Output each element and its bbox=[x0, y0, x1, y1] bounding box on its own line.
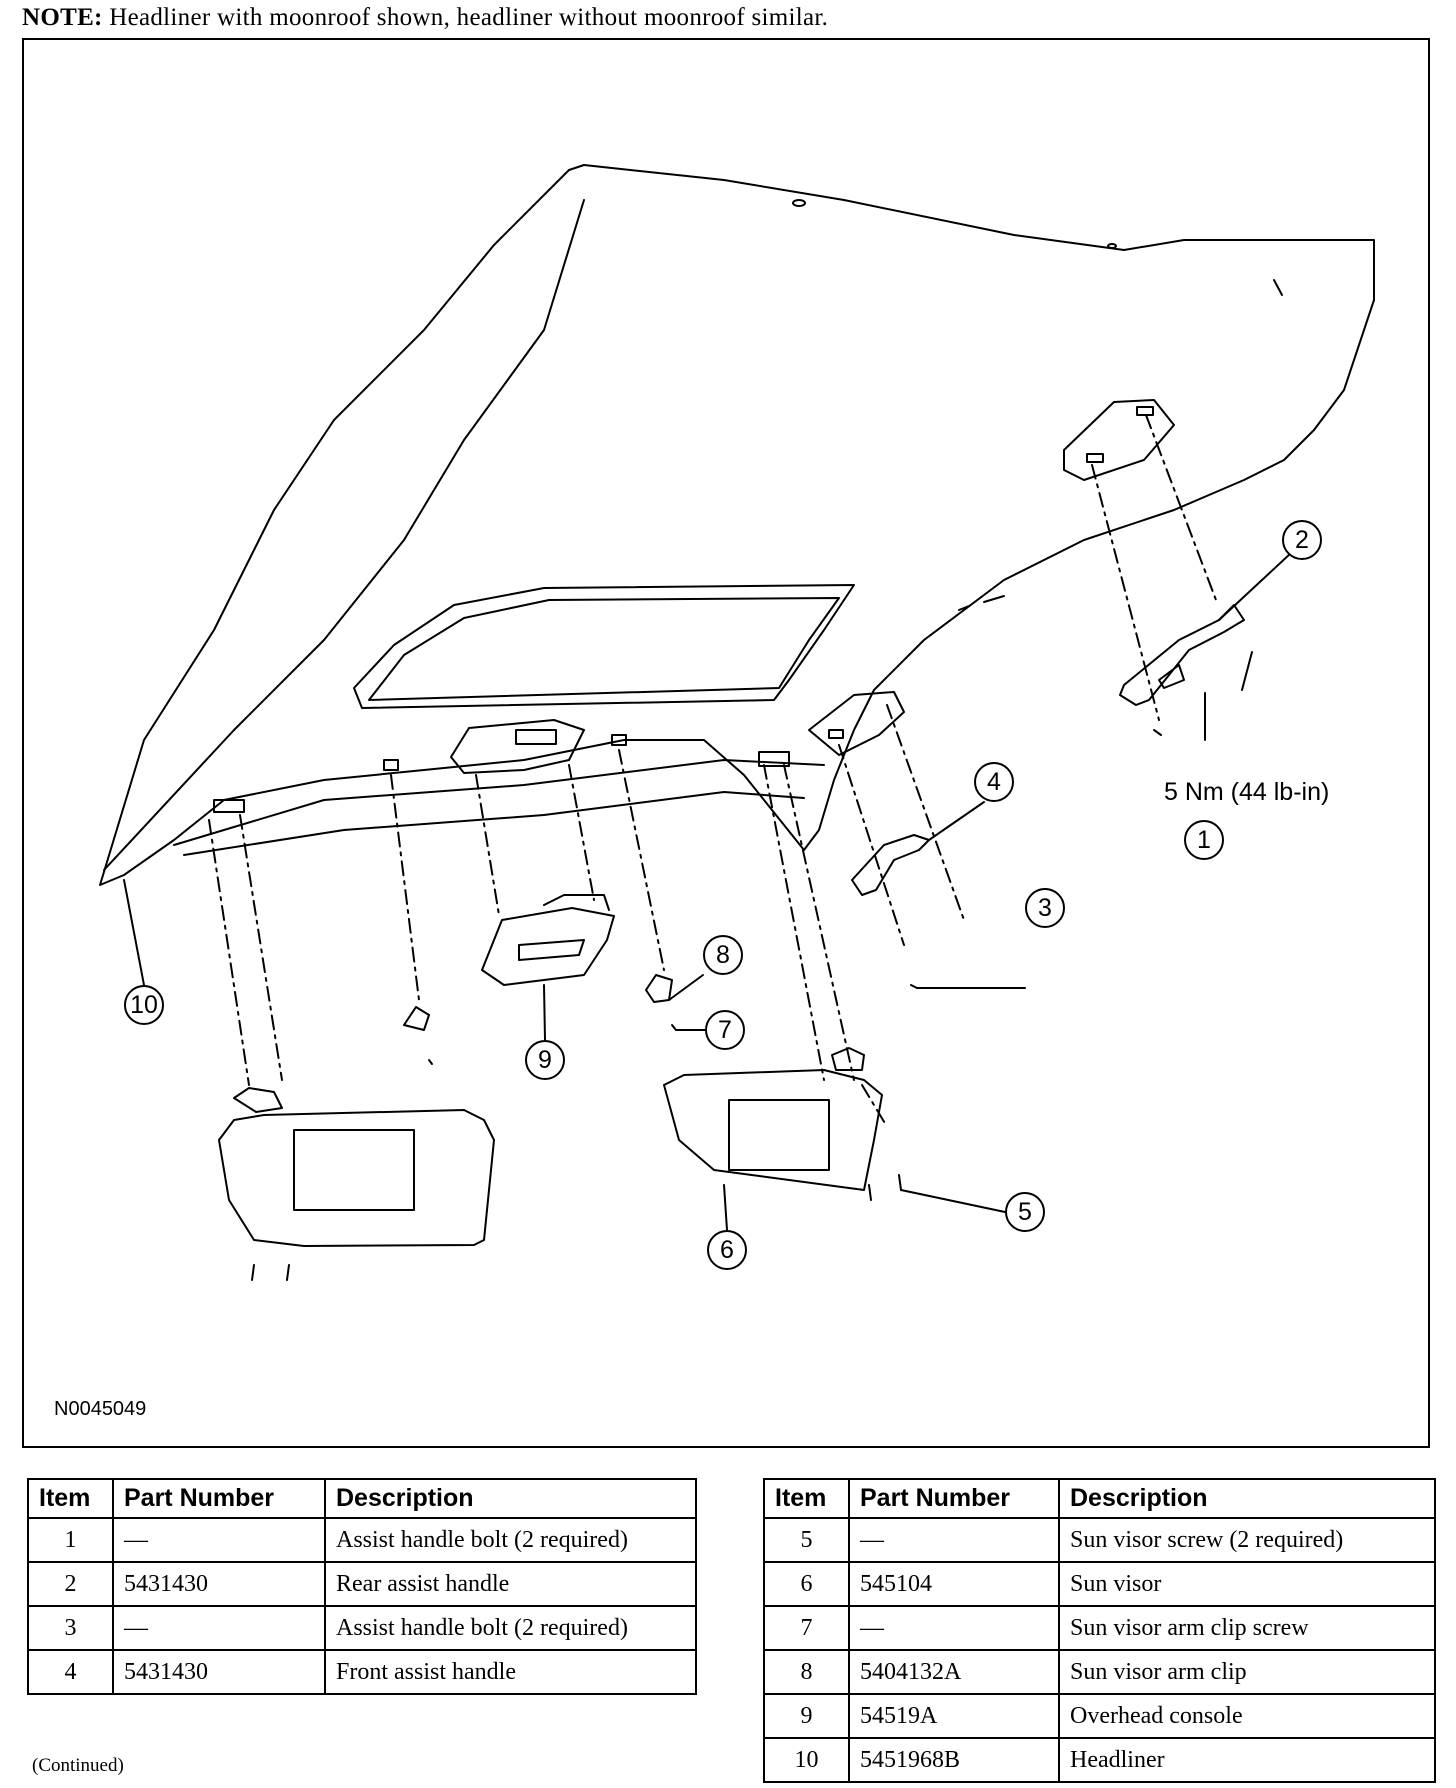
callout-6: 6 bbox=[707, 1230, 747, 1270]
exploded-view-diagram: 1 2 3 4 5 6 7 8 9 10 5 Nm (44 lb-in) N00… bbox=[22, 38, 1430, 1448]
description-cell: Sun visor arm clip bbox=[1058, 1649, 1436, 1695]
headliner-drawing bbox=[99, 164, 1375, 1281]
description-cell: Sun visor arm clip screw bbox=[1058, 1605, 1436, 1651]
header-part-number: Part Number bbox=[112, 1478, 326, 1519]
moonroof-opening bbox=[353, 584, 855, 709]
table-row: 4 5431430 Front assist handle bbox=[27, 1649, 697, 1695]
continued-label: (Continued) bbox=[32, 1755, 124, 1776]
header-item: Item bbox=[763, 1478, 850, 1519]
item-cell: 10 bbox=[763, 1737, 850, 1783]
note: NOTE: Headliner with moonroof shown, hea… bbox=[22, 4, 828, 32]
table-header-row: Item Part Number Description bbox=[27, 1478, 697, 1519]
part-number-cell: — bbox=[112, 1517, 326, 1563]
rear-handle-mount bbox=[1063, 399, 1175, 481]
item-cell: 3 bbox=[27, 1605, 114, 1651]
item-cell: 9 bbox=[763, 1693, 850, 1739]
part-number-cell: 545104 bbox=[848, 1561, 1060, 1607]
callout-8: 8 bbox=[703, 935, 743, 975]
callout-3: 3 bbox=[1025, 888, 1065, 928]
header-description: Description bbox=[324, 1478, 697, 1519]
table-row: 2 5431430 Rear assist handle bbox=[27, 1561, 697, 1607]
callout-7: 7 bbox=[705, 1010, 745, 1050]
callout-5: 5 bbox=[1005, 1192, 1045, 1232]
note-label: NOTE: bbox=[22, 4, 103, 31]
part-number-cell: — bbox=[848, 1517, 1060, 1563]
description-cell: Sun visor screw (2 required) bbox=[1058, 1517, 1436, 1563]
table-row: 3 — Assist handle bolt (2 required) bbox=[27, 1605, 697, 1651]
part-number-cell: 54519A bbox=[848, 1693, 1060, 1739]
description-cell: Sun visor bbox=[1058, 1561, 1436, 1607]
header-item: Item bbox=[27, 1478, 114, 1519]
table-row: 7 — Sun visor arm clip screw bbox=[763, 1605, 1436, 1651]
item-cell: 4 bbox=[27, 1649, 114, 1695]
item-cell: 7 bbox=[763, 1605, 850, 1651]
callout-1: 1 bbox=[1184, 820, 1224, 860]
table-row: 6 545104 Sun visor bbox=[763, 1561, 1436, 1607]
note-text: Headliner with moonroof shown, headliner… bbox=[102, 4, 829, 31]
part-number-cell: 5404132A bbox=[848, 1649, 1060, 1695]
item-cell: 2 bbox=[27, 1561, 114, 1607]
callout-2: 2 bbox=[1282, 520, 1322, 560]
item-cell: 1 bbox=[27, 1517, 114, 1563]
torque-spec: 5 Nm (44 lb-in) bbox=[1164, 778, 1330, 806]
part-number-cell: — bbox=[848, 1605, 1060, 1651]
left-sun-visor bbox=[218, 1109, 495, 1247]
item-cell: 5 bbox=[763, 1517, 850, 1563]
table-row: 8 5404132A Sun visor arm clip bbox=[763, 1649, 1436, 1695]
left-visor-arm-clip bbox=[403, 1006, 430, 1031]
part-number-cell: — bbox=[112, 1605, 326, 1651]
description-cell: Headliner bbox=[1058, 1737, 1436, 1783]
description-cell: Assist handle bolt (2 required) bbox=[324, 1605, 697, 1651]
headliner-outline bbox=[99, 164, 1375, 886]
moonroof-inner bbox=[368, 597, 840, 701]
table-row: 9 54519A Overhead console bbox=[763, 1693, 1436, 1739]
part-number-cell: 5431430 bbox=[112, 1561, 326, 1607]
parts-table-left: Item Part Number Description 1 — Assist … bbox=[27, 1478, 697, 1695]
front-handle-mount bbox=[808, 691, 905, 756]
headliner-front-edge bbox=[173, 759, 825, 846]
right-sun-visor bbox=[663, 1069, 883, 1191]
table-row: 10 5451968B Headliner bbox=[763, 1737, 1436, 1783]
table-header-row: Item Part Number Description bbox=[763, 1478, 1436, 1519]
item-cell: 6 bbox=[763, 1561, 850, 1607]
description-cell: Rear assist handle bbox=[324, 1561, 697, 1607]
overhead-console bbox=[481, 907, 615, 986]
callout-4: 4 bbox=[974, 762, 1014, 802]
figure-id: N0045049 bbox=[54, 1398, 147, 1420]
item-cell: 8 bbox=[763, 1649, 850, 1695]
callout-10: 10 bbox=[124, 985, 164, 1025]
description-cell: Front assist handle bbox=[324, 1649, 697, 1695]
sun-visor-arm-clip bbox=[645, 974, 673, 1003]
table-row: 1 — Assist handle bolt (2 required) bbox=[27, 1517, 697, 1563]
rear-assist-handle bbox=[1119, 604, 1245, 706]
part-number-cell: 5451968B bbox=[848, 1737, 1060, 1783]
headliner-lower-edge bbox=[183, 791, 805, 856]
header-description: Description bbox=[1058, 1478, 1436, 1519]
parts-table-right: Item Part Number Description 5 — Sun vis… bbox=[763, 1478, 1436, 1783]
header-part-number: Part Number bbox=[848, 1478, 1060, 1519]
callout-9: 9 bbox=[525, 1040, 565, 1080]
headliner-edge-line bbox=[103, 199, 585, 871]
description-cell: Overhead console bbox=[1058, 1693, 1436, 1739]
part-number-cell: 5431430 bbox=[112, 1649, 326, 1695]
console-mount bbox=[450, 719, 585, 774]
front-assist-handle bbox=[851, 834, 930, 896]
description-cell: Assist handle bolt (2 required) bbox=[324, 1517, 697, 1563]
table-row: 5 — Sun visor screw (2 required) bbox=[763, 1517, 1436, 1563]
